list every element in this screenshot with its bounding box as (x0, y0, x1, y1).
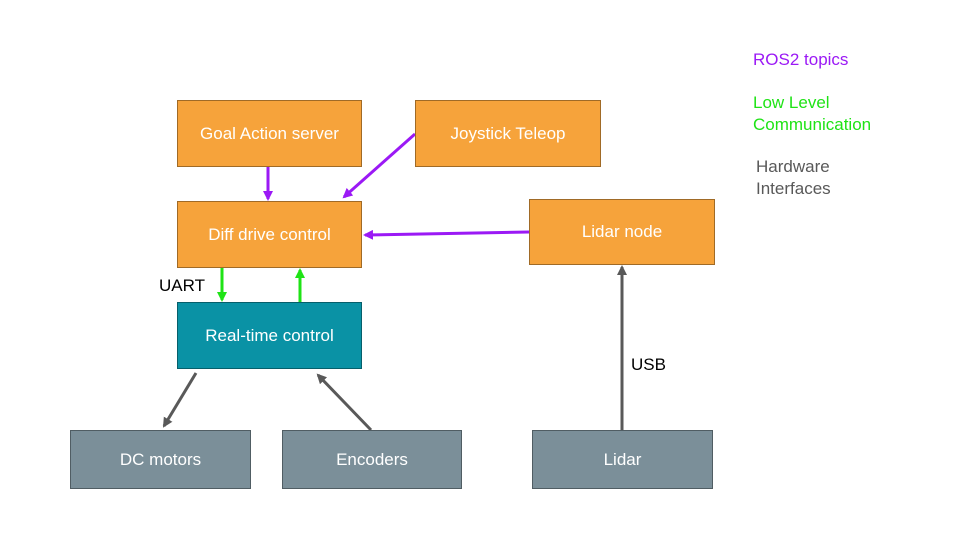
node-goal-action-server: Goal Action server (177, 100, 362, 167)
node-joystick-teleop: Joystick Teleop (415, 100, 601, 167)
node-dc-motors: DC motors (70, 430, 251, 489)
edge-realtime-to-dcmotors (162, 372, 198, 428)
edge-encoders-to-realtime (316, 373, 373, 432)
edge-lidarnode-to-diffdrive (363, 229, 530, 240)
legend-hardware-line2: Interfaces (756, 179, 831, 198)
legend-low-level-line2: Communication (753, 115, 872, 134)
node-lidar-label: Lidar (603, 449, 642, 469)
legend-ros2-topics: ROS2 topics (753, 50, 849, 69)
node-lidar: Lidar (532, 430, 713, 489)
node-realtime-control-label: Real-time control (205, 325, 334, 345)
edge-label-usb: USB (631, 355, 666, 374)
node-realtime-control: Real-time control (177, 302, 362, 369)
node-dc-motors-label: DC motors (119, 449, 202, 469)
node-lidar-node: Lidar node (529, 199, 715, 265)
node-encoders: Encoders (282, 430, 462, 489)
edge-joystick-to-diffdrive (342, 132, 416, 199)
node-diff-drive-control-label: Diff drive control (208, 224, 331, 244)
edge-label-uart: UART (159, 276, 205, 295)
legend-low-level-line1: Low Level (753, 93, 830, 112)
node-encoders-label: Encoders (336, 449, 408, 469)
node-lidar-node-label: Lidar node (581, 222, 663, 241)
node-joystick-teleop-label: Joystick Teleop (450, 123, 566, 143)
node-goal-action-server-label: Goal Action server (200, 123, 339, 143)
node-diff-drive-control: Diff drive control (177, 201, 362, 268)
legend-hardware-line1: Hardware (756, 157, 830, 176)
